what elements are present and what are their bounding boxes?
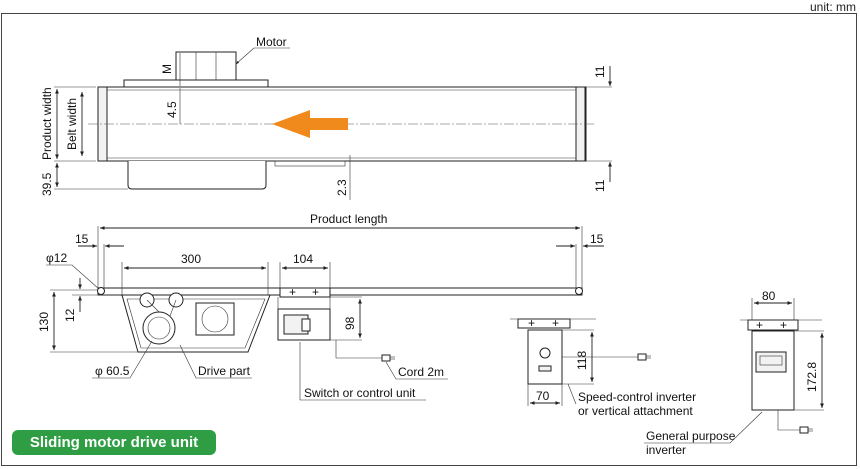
general-cord	[777, 410, 800, 431]
svg-text:+: +	[289, 285, 296, 299]
dim-300: 300	[181, 252, 201, 266]
drive-box-bottom	[127, 161, 267, 190]
dim-15-right: 15	[590, 232, 604, 246]
dim-70: 70	[536, 389, 550, 403]
motor-label: Motor	[256, 35, 287, 49]
dim-80: 80	[762, 289, 776, 303]
dim-172-8: 172.8	[805, 362, 819, 392]
general-display	[755, 351, 787, 373]
dim-118: 118	[575, 351, 589, 370]
motor-housing	[195, 302, 235, 336]
dim-11-top: 11	[593, 65, 607, 78]
belt-width-label: Belt width	[65, 98, 79, 150]
phi12-label: φ12	[46, 251, 67, 265]
general-label-1: General purpose	[646, 429, 736, 443]
side-view: Product length 15 15 φ12 300 104	[37, 212, 604, 401]
dim-15-left: 15	[75, 232, 89, 246]
phi60-5-label: φ 60.5	[95, 364, 130, 378]
speed-control-inverter: + + 118 70 Speed-control inverter or ver…	[510, 316, 696, 418]
general-label-2: inverter	[646, 443, 686, 457]
motor-block	[175, 51, 237, 83]
dim-11-bottom: 11	[593, 179, 607, 192]
control-switch[interactable]	[301, 318, 311, 332]
right-roller	[575, 287, 583, 295]
title-badge: Sliding motor drive unit	[12, 430, 216, 455]
control-bracket	[279, 287, 331, 298]
product-width-label: Product width	[40, 87, 54, 160]
side-rail	[274, 160, 346, 167]
dim-12: 12	[63, 308, 77, 322]
speed-label-2: or vertical attachment	[578, 404, 693, 418]
svg-text:+: +	[780, 318, 787, 332]
drive-part-label: Drive part	[198, 364, 251, 378]
speed-label-1: Speed-control inverter	[578, 390, 696, 404]
general-purpose-inverter: 80 + + 172.8 General purpose inverter	[644, 289, 825, 457]
speed-knob[interactable]	[539, 347, 551, 359]
cord-label: Cord 2m	[398, 365, 444, 379]
drawing-frame	[1, 13, 857, 466]
svg-text:+: +	[756, 318, 763, 332]
direction-arrow	[272, 110, 348, 138]
dim-2-3: 2.3	[335, 179, 349, 196]
conveyor-side	[97, 287, 583, 296]
left-roller	[97, 287, 105, 295]
dim-104: 104	[293, 252, 313, 266]
svg-text:+: +	[312, 285, 319, 299]
top-view: Motor M 4.5 Product width Belt width 39.…	[40, 35, 613, 200]
unit-label: unit: mm	[809, 0, 856, 14]
dim-130: 130	[37, 312, 51, 332]
dim-98: 98	[343, 316, 357, 330]
dim-4-5: 4.5	[165, 101, 179, 118]
svg-text:+: +	[552, 316, 559, 330]
motor-plate	[123, 79, 269, 88]
switch-label: Switch or control unit	[304, 386, 416, 400]
svg-text:+: +	[528, 316, 535, 330]
dim-m: M	[160, 64, 174, 74]
product-length-label: Product length	[310, 212, 387, 226]
dim-39-5: 39.5	[40, 172, 54, 196]
cord	[335, 340, 382, 359]
